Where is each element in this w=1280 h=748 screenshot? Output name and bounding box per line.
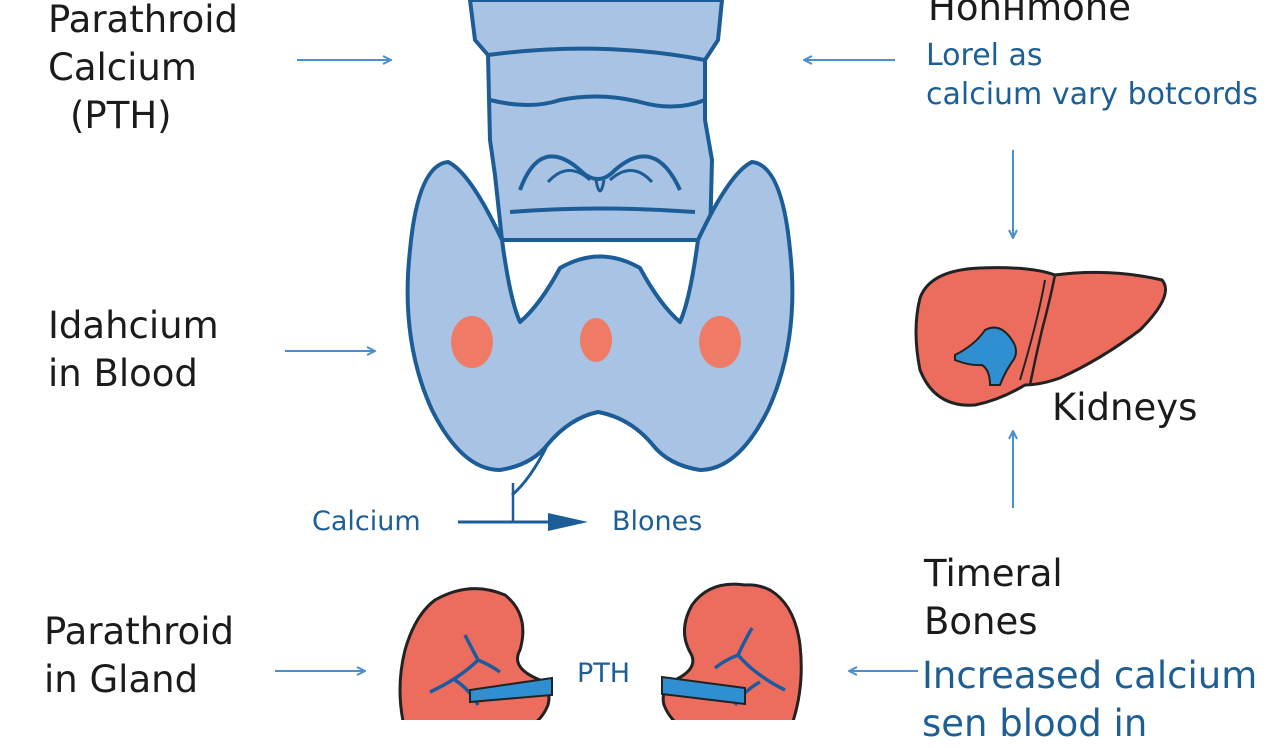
arrow-icon <box>275 60 1013 671</box>
increased-calcium-label: Increased calcium sen blood in <box>922 654 1258 746</box>
kidney-icon <box>661 582 803 720</box>
pth-label: PTH <box>577 658 631 689</box>
calcium-label: Calcium <box>312 506 421 537</box>
bones-label: Blones <box>612 506 703 537</box>
kidney-icon <box>398 587 553 720</box>
timeral-bones-label: Timeral Bones <box>924 552 1063 644</box>
liver-icon <box>914 266 1167 407</box>
diagram-graphics <box>275 0 1167 720</box>
diagram: Parathroid Calcium (PTH) Idahcium in Blo… <box>44 0 1259 745</box>
parathroid-calcium-pth-label: Parathroid Calcium (PTH) <box>48 0 238 138</box>
kidneys-label: Kidneys <box>1052 386 1198 429</box>
calcium-in-blood-label: Idahcium in Blood <box>48 304 219 396</box>
arrow-icon <box>458 483 588 531</box>
hormone-label: Honнmone <box>928 0 1131 29</box>
parathroid-gland-label: Parathroid in Gland <box>44 610 234 702</box>
thyroid-gland-icon <box>405 0 795 497</box>
lorel-calcium-label: Lorel as calcium vary botcords <box>926 38 1259 112</box>
